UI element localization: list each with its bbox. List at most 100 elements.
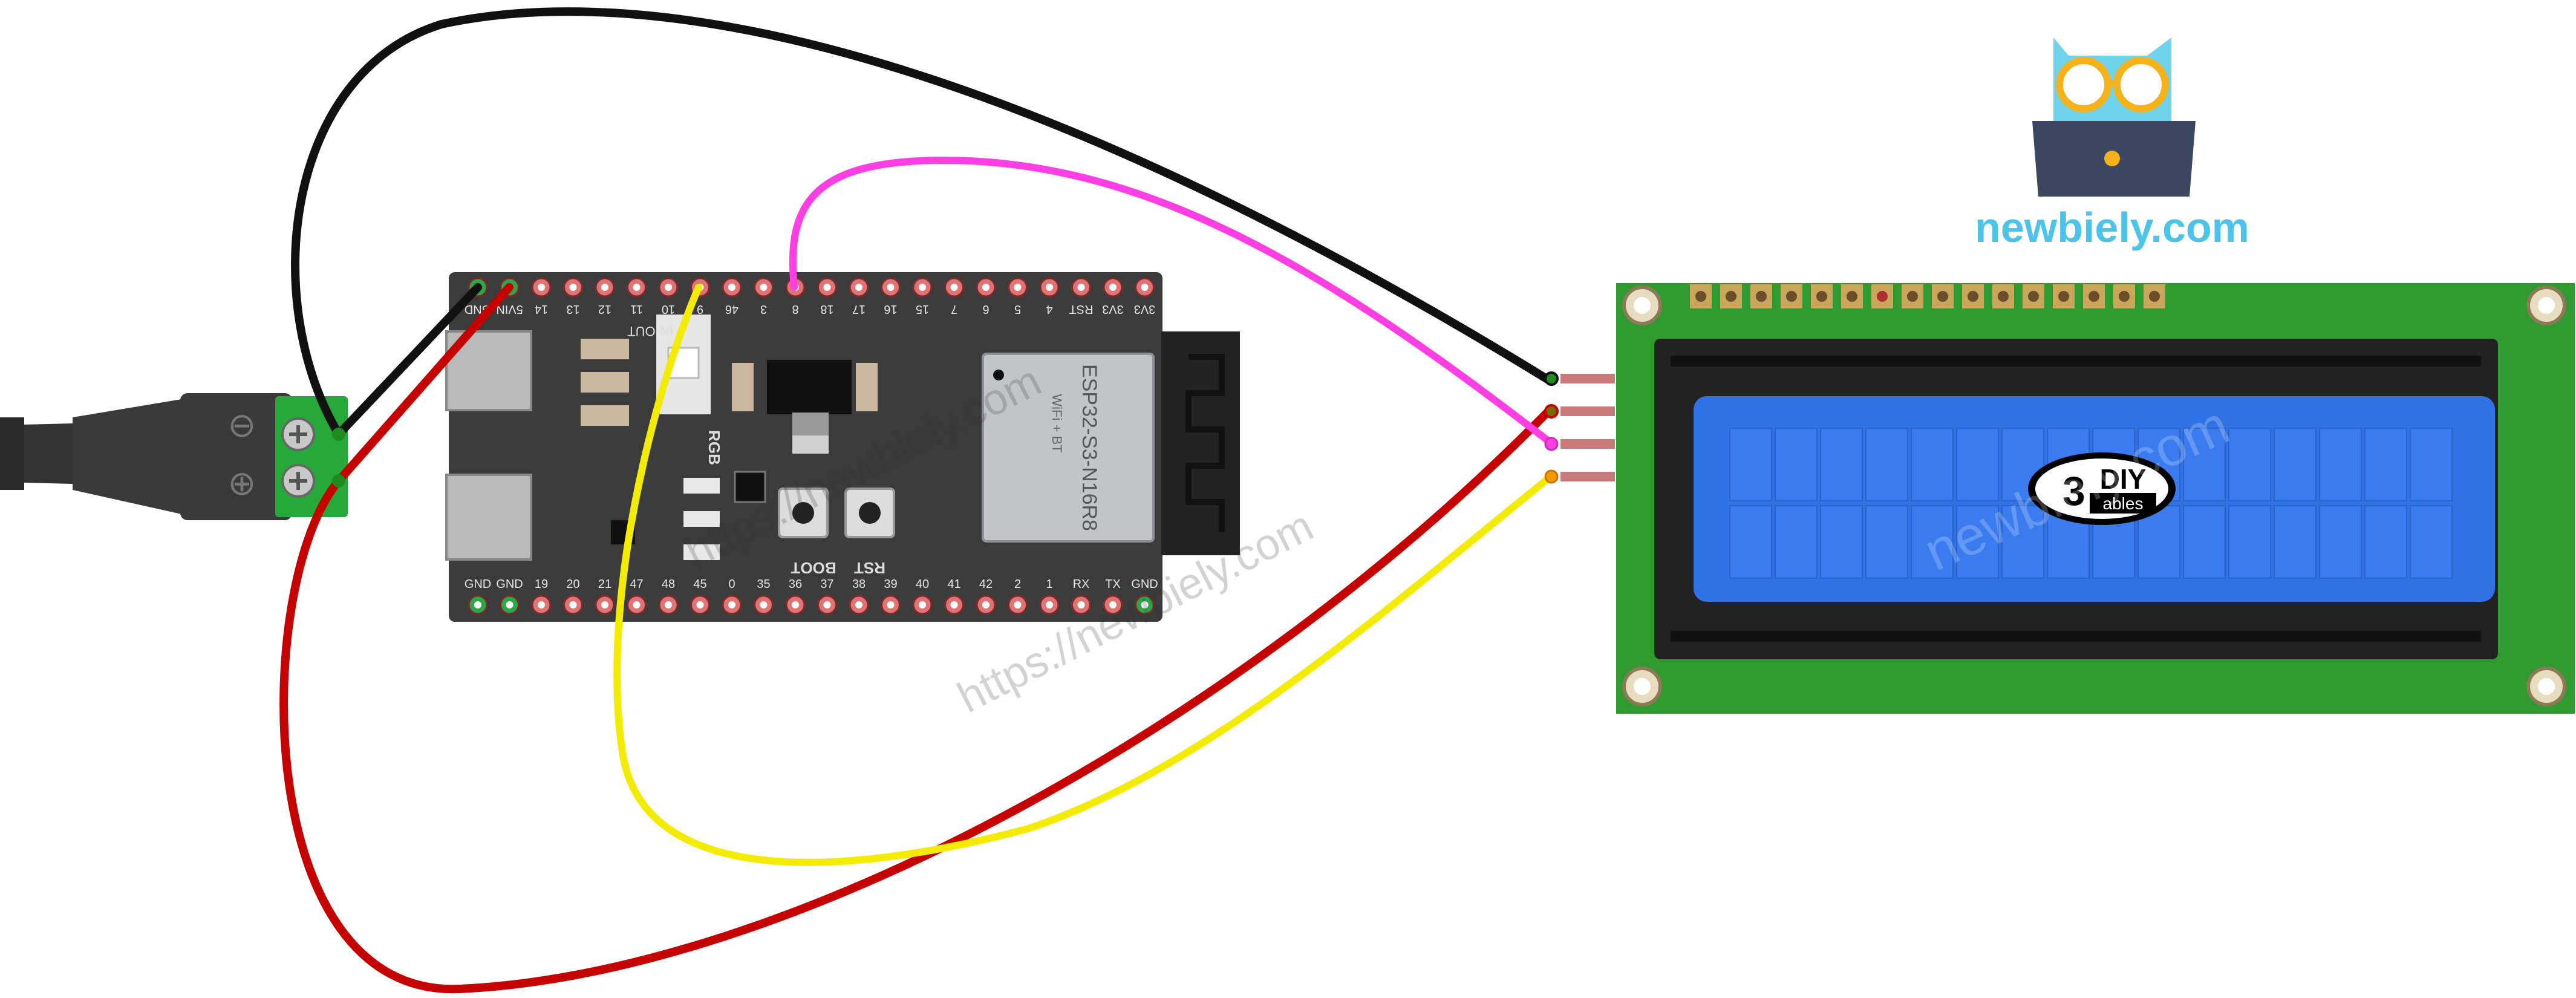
top-pin-label: 3V3 [1102,302,1124,316]
laptop-dot [2104,151,2120,166]
sda-wire [789,156,1555,447]
top-pin-hole [823,284,831,291]
lcd-header-hole [2028,291,2039,302]
mount-hole-tl-inner [1634,297,1651,314]
i2c-pin-scl [1560,472,1615,481]
plus-symbol: ⊕ [228,464,256,502]
lcd-sda-joint [1544,437,1559,451]
smd-part-5 [856,363,878,411]
bottom-pin-hole [665,601,672,608]
lcd-header-hole [2119,291,2130,302]
top-pin-label: 9 [697,302,703,316]
lcd-header-hole [1998,291,2009,302]
top-pin-hole [728,284,735,291]
bottom-pin-hole [792,601,799,608]
antenna-trace [1185,354,1225,532]
bottom-pin-hole [1141,601,1149,608]
lcd-char-cell [2274,428,2317,501]
bottom-pin-label: TX [1105,578,1121,591]
lcd-header-hole [1968,291,1978,302]
lcd-header-hole [2149,291,2160,302]
owl-right-eye [2113,57,2169,113]
i2c-pin-vcc [1560,406,1615,416]
rst-label: RST [854,559,885,577]
bottom-pin-label: 1 [1046,578,1052,591]
bottom-pin-label: 21 [598,578,611,591]
lcd-char-cell [1956,505,1999,579]
brand-site-text: newbiely.com [1975,204,2249,251]
bottom-pin-label: 42 [979,578,993,591]
minus-symbol: ⊖ [228,406,256,444]
bottom-pin-hole [919,601,926,608]
top-pin-label: 6 [982,302,989,316]
bottom-pin-hole [474,601,481,608]
top-pin-hole [601,284,608,291]
bottom-pin-label: 38 [852,578,866,591]
top-pin-label: 14 [535,302,548,316]
top-pin-label: RST [1069,302,1094,316]
bottom-pin-label: GND [1131,578,1158,591]
logo-top-text: DIY [2100,463,2147,495]
module-small-label: WiFi + BT [1049,394,1065,452]
boot-button-cap [792,502,814,524]
top-pin-hole [982,284,990,291]
top-pin-hole [1077,284,1085,291]
top-pin-hole [855,284,862,291]
bezel-groove-bottom [1671,631,2481,642]
lcd-char-cell [1865,428,1908,501]
lcd-char-cell [2001,505,2044,579]
smd-white-3 [683,544,720,560]
top-pin-label: 46 [725,302,739,316]
lcd-char-cell [2183,505,2226,579]
diyables-logo: 3 DIY ables [2028,452,2176,525]
bottom-pin-hole [1109,601,1117,608]
top-pin-hole [919,284,926,291]
lcd-header-hole [1847,291,1857,302]
owl-left-eye [2056,57,2111,113]
lcd-header-hole [1756,291,1767,302]
lcd-char-cell [2001,428,2044,501]
plus-screw-slot [289,472,307,490]
top-pin-hole [538,284,545,291]
jack-minus-joint [332,428,345,441]
top-pin-hole [1141,284,1149,291]
bottom-pin-hole [982,601,990,608]
antenna-area [1161,331,1240,555]
top-pin-hole [950,284,958,291]
top-pin-label: 5VIN [496,302,523,316]
bottom-pin-label: 20 [566,578,579,591]
module-dot [993,370,1004,380]
bottom-pin-hole [538,601,545,608]
usb-port-bottom [445,474,532,561]
lcd-char-cell [1911,505,1954,579]
bottom-pin-label: 48 [662,578,675,591]
top-pin-hole [887,284,895,291]
bottom-pin-hole [950,601,958,608]
top-pin-label: 7 [951,302,957,316]
newbiely-logo: newbiely.com [1975,38,2249,251]
jack-plus-joint [332,474,345,488]
mount-hole-tr-inner [2538,297,2555,314]
owl-glasses-bridge [2106,80,2118,86]
smd-part-1 [581,339,629,359]
bottom-pin-label: 39 [884,578,897,591]
bottom-pin-hole [1077,601,1085,608]
smd-part-2 [581,372,629,393]
bottom-pin-hole [855,601,862,608]
top-pin-label: 18 [820,302,833,316]
bottom-pin-hole [760,601,768,608]
rgb-label: RGB [705,430,723,465]
top-pin-label: 12 [598,302,611,316]
jack-plug-neck [24,423,73,484]
bottom-pin-hole [1046,601,1053,608]
smd-white-2 [683,511,720,527]
lcd-char-cell [1729,428,1772,501]
lcd-gnd-joint [1544,371,1559,386]
lcd-header-hole [1907,291,1918,302]
top-pin-label: 3V3 [1134,302,1156,316]
lcd-char-cell [1775,428,1818,501]
bottom-pin-label: 40 [916,578,929,591]
lcd-scl-joint [1544,469,1559,484]
